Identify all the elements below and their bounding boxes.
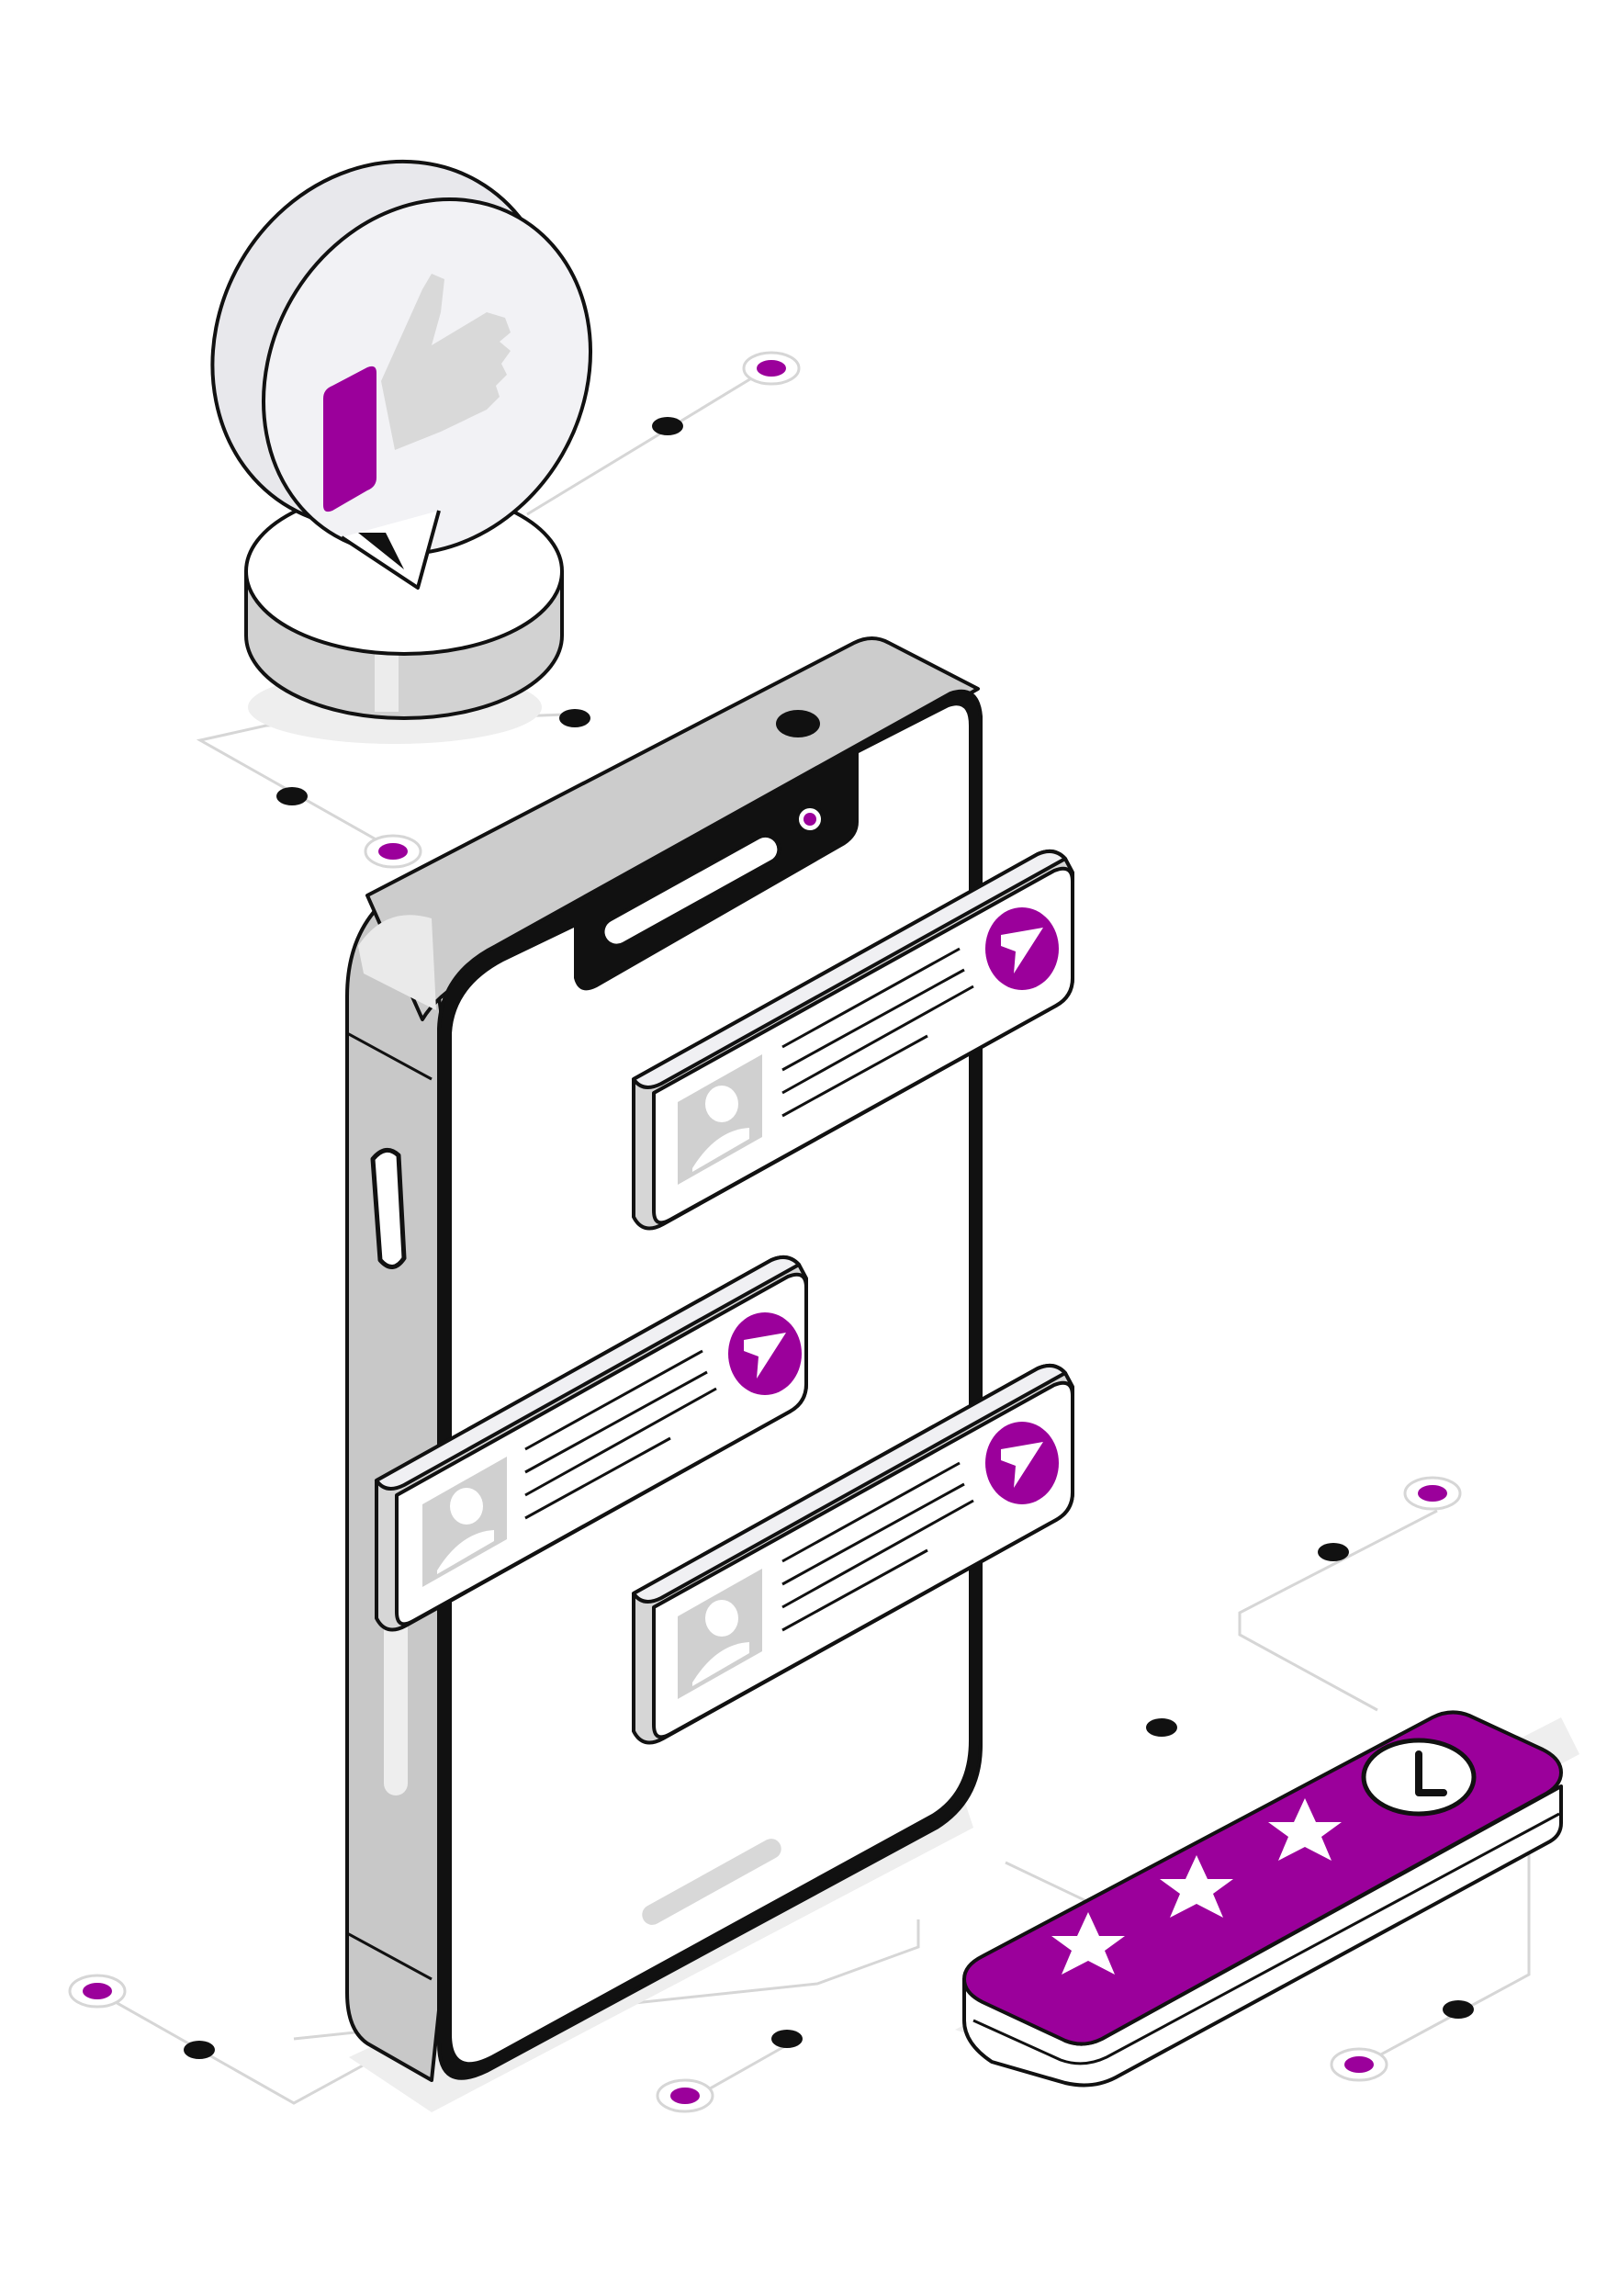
clock-icon bbox=[1361, 1738, 1477, 1817]
node-purple-4 bbox=[1330, 2047, 1388, 2082]
node-dark-2 bbox=[559, 709, 590, 727]
connector-nodes bbox=[68, 351, 1474, 2113]
avatar-icon bbox=[678, 1054, 762, 1185]
node-dark-6 bbox=[1443, 2000, 1474, 2019]
thumbs-up-icon bbox=[323, 274, 511, 512]
rating-bar bbox=[962, 1710, 1563, 2088]
send-arrow-icon bbox=[985, 1422, 1059, 1504]
like-bubble bbox=[210, 159, 592, 590]
node-dark-8 bbox=[771, 2030, 803, 2048]
star-icon bbox=[1268, 1798, 1342, 1861]
send-arrow-icon bbox=[728, 1312, 802, 1395]
speaker-slot bbox=[601, 833, 781, 948]
node-dark-1 bbox=[652, 417, 683, 435]
node-dark-7 bbox=[184, 2041, 215, 2059]
send-arrow-icon bbox=[985, 907, 1059, 990]
node-dark-4 bbox=[1318, 1543, 1349, 1561]
avatar-icon bbox=[422, 1457, 507, 1587]
text-lines bbox=[781, 1461, 974, 1632]
text-lines bbox=[781, 947, 974, 1118]
message-card bbox=[632, 1363, 1074, 1745]
message-card bbox=[632, 849, 1074, 1231]
star-icon bbox=[1051, 1912, 1125, 1975]
avatar-icon bbox=[678, 1569, 762, 1699]
node-purple-3 bbox=[1403, 1476, 1462, 1511]
front-sensor bbox=[776, 710, 820, 737]
node-purple-2 bbox=[364, 834, 422, 869]
home-indicator bbox=[642, 1839, 781, 1925]
star-icon bbox=[1160, 1855, 1233, 1918]
node-dark-3 bbox=[276, 787, 308, 805]
node-purple-6 bbox=[656, 2078, 714, 2113]
node-purple-5 bbox=[68, 1974, 127, 2009]
message-card bbox=[375, 1255, 808, 1632]
text-lines bbox=[524, 1349, 717, 1520]
node-dark-5 bbox=[1146, 1718, 1177, 1737]
node-purple-1 bbox=[742, 351, 801, 386]
